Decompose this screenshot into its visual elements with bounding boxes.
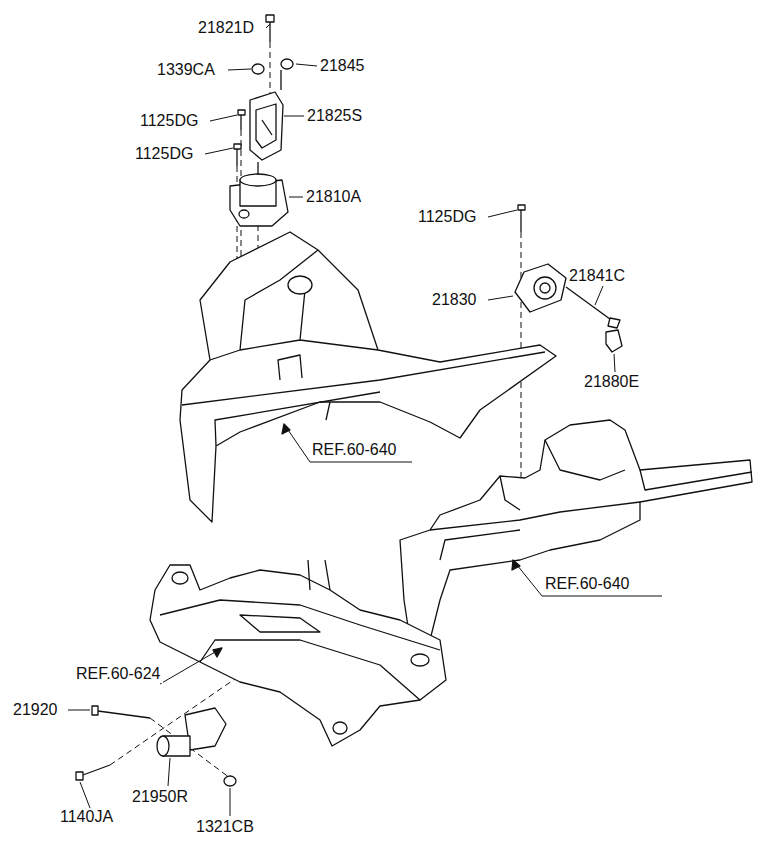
callout-number: 1125DG — [138, 112, 200, 130]
callout-number: 21920 — [11, 701, 60, 719]
callout-number: 21880E — [582, 373, 641, 391]
callout-number: 21810A — [304, 188, 363, 206]
reference-label: REF.60-640 — [310, 441, 399, 459]
callout-number: 21825S — [305, 107, 364, 125]
callout-number: 1339CA — [155, 61, 217, 79]
callout-number: 1140JA — [58, 808, 115, 826]
reference-label: REF.60-640 — [543, 575, 632, 593]
callout-number: 1321CB — [194, 818, 256, 836]
callout-number: 21950R — [130, 788, 190, 806]
callout-number: 1125DG — [133, 145, 195, 163]
callout-number: 21821D — [196, 19, 256, 37]
callout-number: 1125DG — [416, 208, 478, 226]
reference-label: REF.60-624 — [74, 665, 163, 683]
callout-number: 21845 — [318, 57, 367, 75]
callout-number: 21830 — [430, 291, 479, 309]
callout-number: 21841C — [567, 267, 627, 285]
